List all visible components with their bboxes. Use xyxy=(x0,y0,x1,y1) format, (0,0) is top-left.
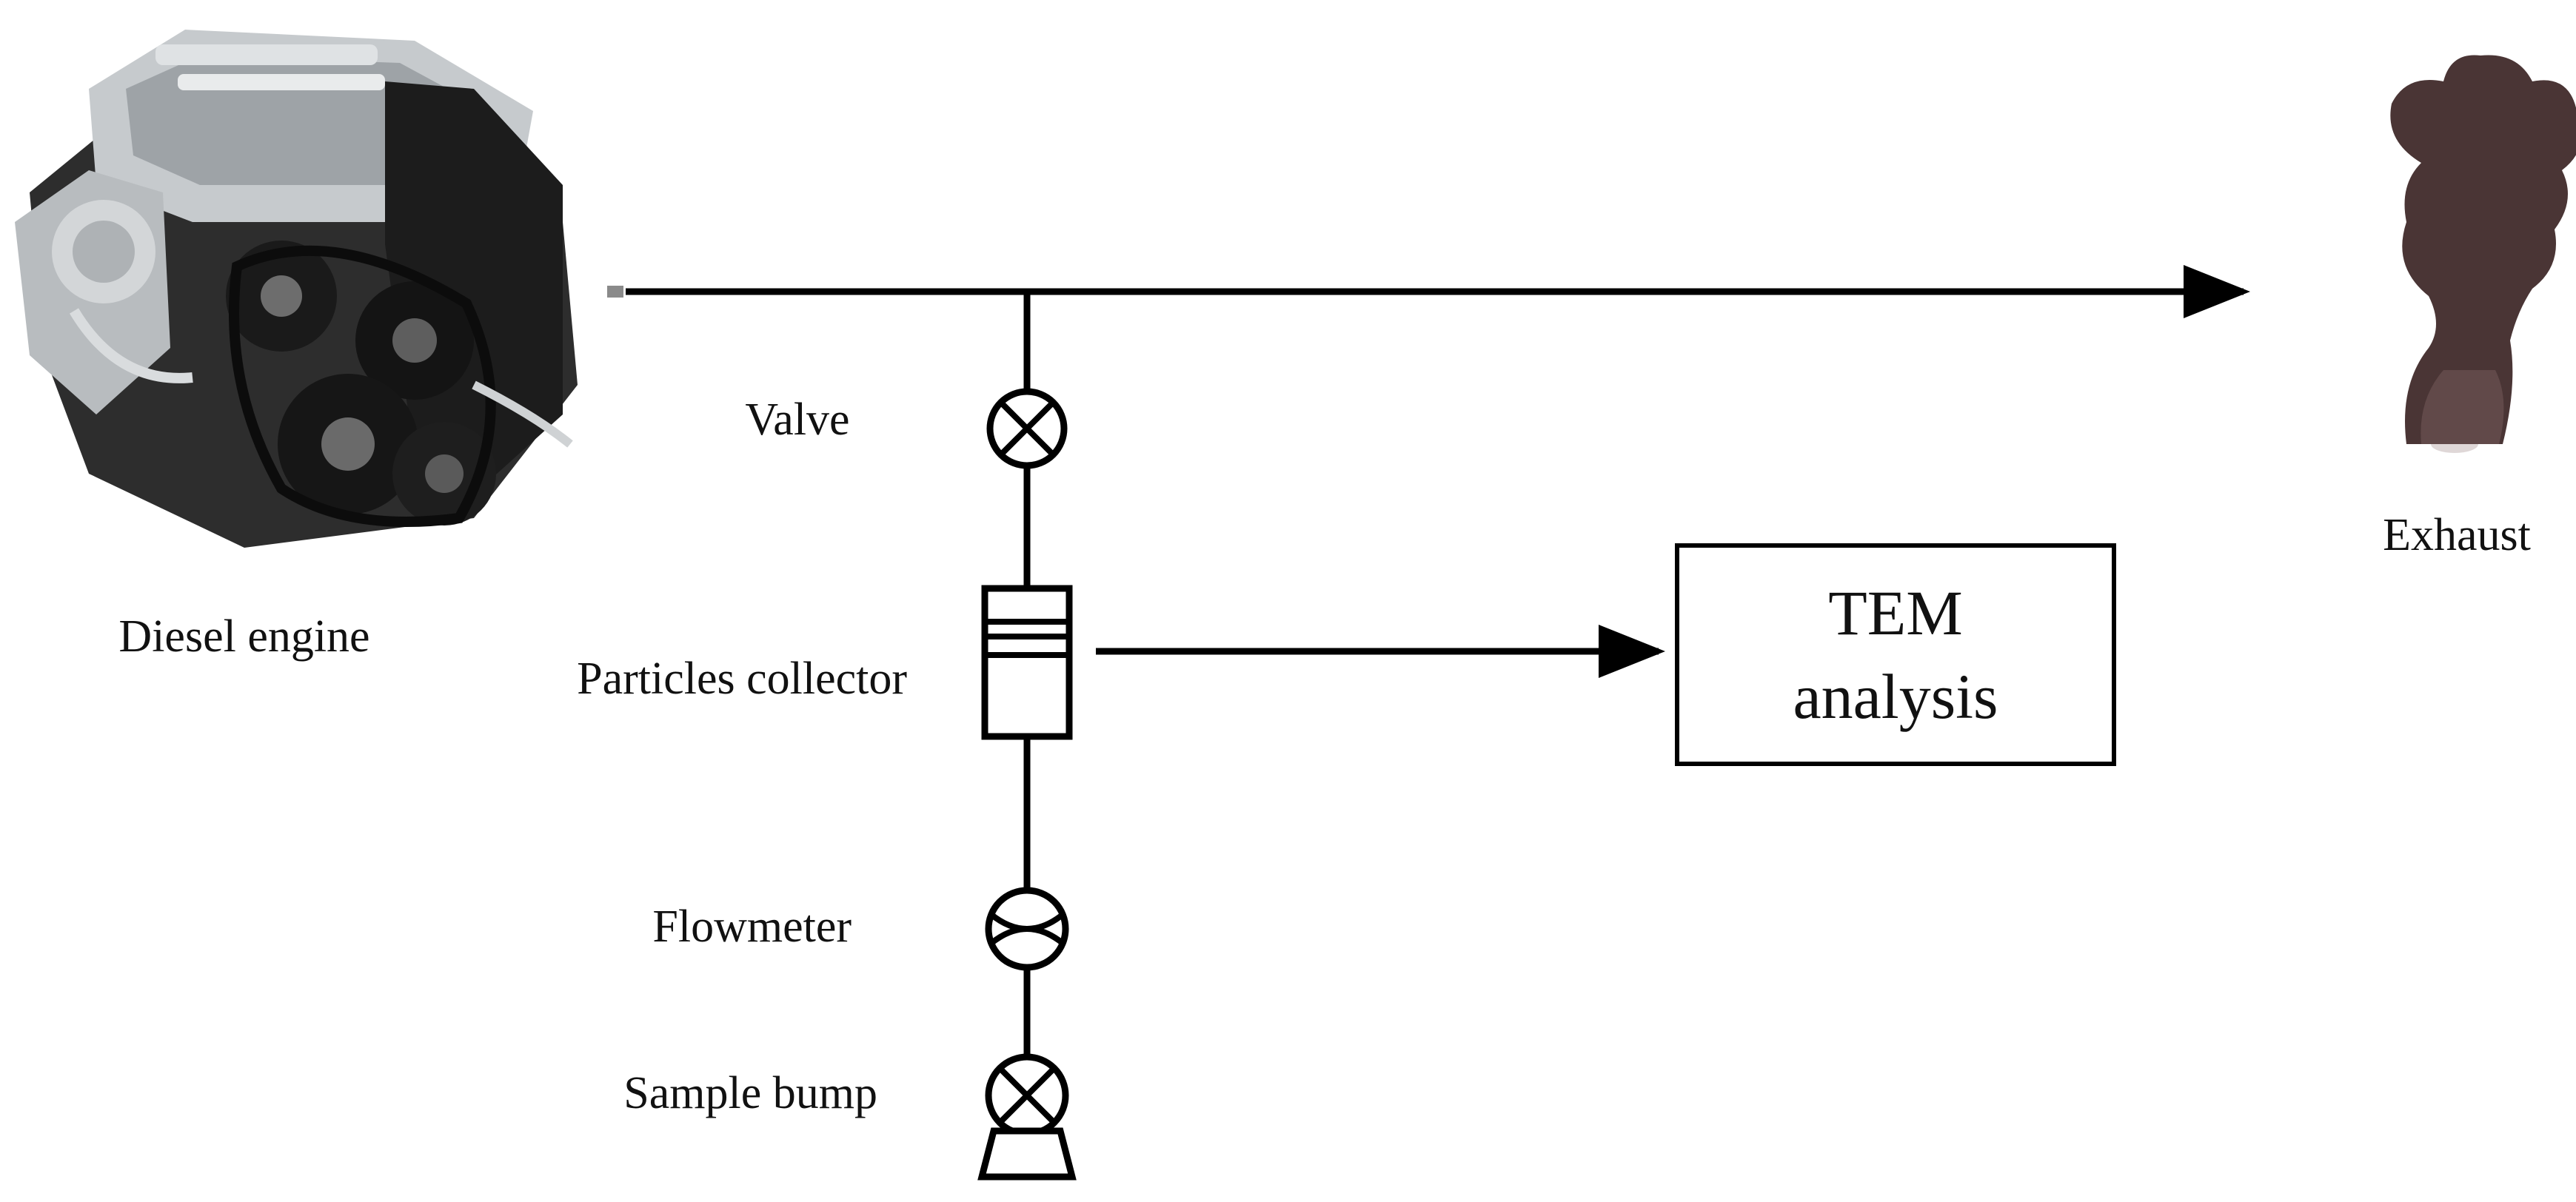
valve-label: Valve xyxy=(745,394,849,445)
tem-box-line1: TEM xyxy=(1828,577,1963,648)
sample-pump-icon xyxy=(977,1053,1077,1181)
particles-collector-label: Particles collector xyxy=(577,654,907,704)
diesel-engine-label: Diesel engine xyxy=(118,611,369,662)
flowmeter-icon xyxy=(985,887,1069,971)
diesel-engine-icon xyxy=(15,30,623,548)
valve-icon xyxy=(986,388,1068,469)
tem-box-line2: analysis xyxy=(1793,661,1998,732)
sample-pump-label: Sample bump xyxy=(623,1068,877,1118)
tem-analysis-box xyxy=(1675,543,2116,766)
exhaust-smoke-icon xyxy=(2390,55,2576,453)
particles-collector-icon xyxy=(981,585,1073,740)
exhaust-label: Exhaust xyxy=(2383,510,2531,560)
flowmeter-label: Flowmeter xyxy=(652,902,852,952)
